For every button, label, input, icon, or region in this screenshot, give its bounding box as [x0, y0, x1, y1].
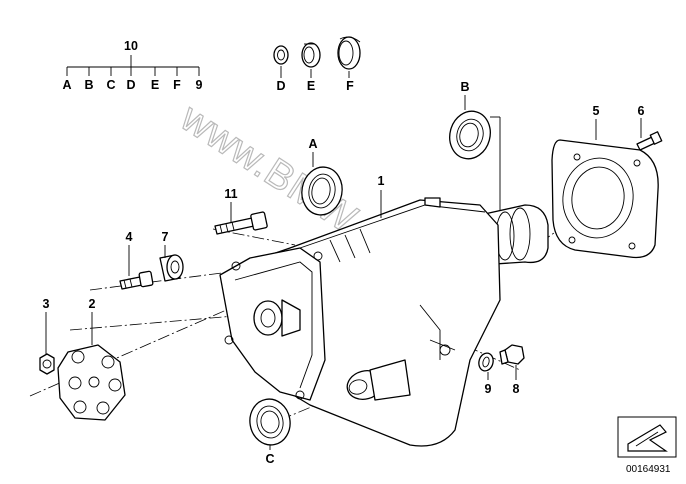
label-5: 5	[593, 104, 600, 118]
bolt-11	[214, 211, 268, 235]
label-c: C	[265, 452, 274, 466]
corner-logo	[617, 416, 677, 458]
sleeve-7	[159, 254, 184, 282]
label-d: D	[276, 79, 285, 93]
kit-header-group: 10 A B C D E F 9	[62, 39, 202, 92]
label-7: 7	[162, 230, 169, 244]
washer-9	[478, 352, 494, 372]
seal-a	[301, 166, 343, 216]
flex-disc-2	[57, 344, 126, 421]
rear-housing	[551, 139, 659, 259]
label-6: 6	[638, 104, 645, 118]
label-a: A	[308, 137, 317, 151]
label-11: 11	[224, 187, 237, 201]
kit-item-e: E	[151, 78, 159, 92]
kit-item-b: B	[84, 78, 93, 92]
label-b: B	[460, 80, 469, 94]
kit-item-9: 9	[196, 78, 203, 92]
kit-item-a: A	[62, 78, 71, 92]
nut-3	[39, 353, 55, 375]
label-4: 4	[126, 230, 133, 244]
label-e: E	[307, 79, 315, 93]
seal-d	[273, 45, 289, 65]
label-f: F	[346, 79, 354, 93]
seal-e	[301, 42, 321, 68]
seal-f	[337, 36, 361, 70]
bolt-6	[636, 131, 663, 151]
seal-b	[449, 110, 491, 160]
transfer-case	[219, 197, 549, 447]
label-1: 1	[378, 174, 385, 188]
label-3: 3	[43, 297, 50, 311]
seal-c	[249, 398, 291, 446]
kit-item-f: F	[173, 78, 181, 92]
diagram-number: 00164931	[626, 464, 671, 475]
plug-8	[499, 344, 525, 365]
kit-item-d: D	[126, 78, 135, 92]
bolt-4	[119, 270, 154, 290]
kit-number-label: 10	[124, 39, 138, 53]
label-8: 8	[513, 382, 520, 396]
kit-item-c: C	[106, 78, 115, 92]
label-2: 2	[89, 297, 96, 311]
label-9: 9	[485, 382, 492, 396]
